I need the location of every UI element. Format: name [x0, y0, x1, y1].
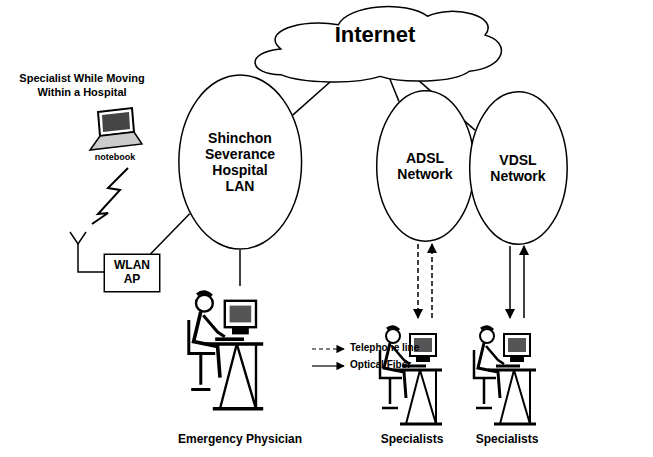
telephone-line — [418, 244, 432, 318]
node-text-group: VDSL Network — [486, 152, 550, 184]
network-ellipse: VDSL Network — [469, 91, 568, 245]
caption-text: Specialist While Moving Within a Hospita… — [4, 72, 160, 100]
node-text-group: Internet — [315, 22, 435, 47]
wireless-bolt — [92, 168, 128, 224]
node-label: Shinchon Severance Hospital LAN — [199, 130, 281, 194]
role-label: Emergency Physician — [140, 432, 340, 447]
legend-dashed-sample — [312, 348, 344, 349]
node-label: VDSL Network — [486, 152, 550, 184]
role-label: Specialists — [455, 432, 559, 447]
network-ellipse: ADSL Network — [376, 90, 475, 242]
node-text-group: Shinchon Severance Hospital LAN — [199, 130, 281, 194]
access-point-box: WLAN AP — [104, 254, 160, 292]
notebook-icon — [90, 108, 142, 150]
antenna — [70, 232, 105, 272]
lan-link — [239, 250, 241, 286]
optical-fiber — [510, 246, 524, 318]
device-label: notebook — [85, 152, 145, 163]
role-label: Specialists — [360, 432, 464, 447]
specialist-figure — [474, 327, 536, 424]
node-label: WLAN AP — [108, 259, 156, 287]
node-text-group: ADSL Network — [393, 150, 457, 182]
legend-text: Telephone line — [350, 342, 419, 355]
network-ellipse: Shinchon Severance Hospital LAN — [178, 74, 302, 250]
node-text-group: WLAN AP — [108, 259, 156, 287]
network-link — [390, 79, 399, 102]
internet-cloud: Internet — [244, 0, 506, 85]
network-link — [150, 214, 189, 254]
legend-solid-sample — [312, 365, 344, 366]
specialist-figure — [380, 327, 442, 424]
node-label: Internet — [315, 22, 435, 47]
node-label: ADSL Network — [393, 150, 457, 182]
physician-figure — [189, 292, 263, 409]
legend-text: Optical Fiber — [350, 359, 411, 372]
